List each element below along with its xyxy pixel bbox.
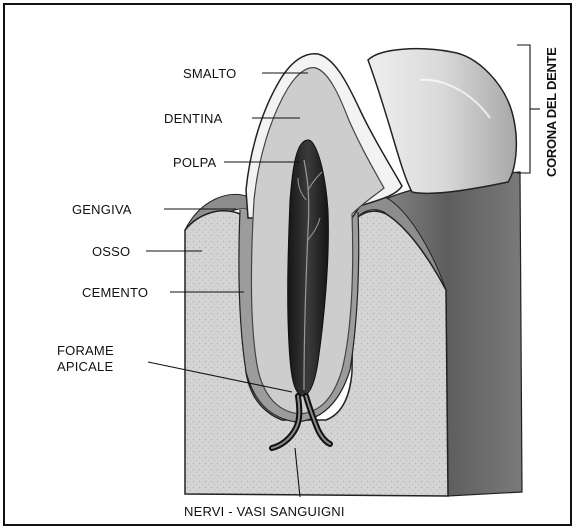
label-nervi-vasi: NERVI - VASI SANGUIGNI <box>184 504 345 519</box>
label-dentina: DENTINA <box>164 111 223 126</box>
label-forame-line2: APICALE <box>57 359 113 374</box>
label-polpa: POLPA <box>173 155 217 170</box>
label-gengiva: GENGIVA <box>72 202 132 217</box>
label-smalto: SMALTO <box>183 66 236 81</box>
label-osso: OSSO <box>92 244 130 259</box>
crown-bracket <box>517 45 540 173</box>
label-cemento: CEMENTO <box>82 285 148 300</box>
label-corona-del-dente: CORONA DEL DENTE <box>544 47 559 177</box>
label-forame-line1: FORAME <box>57 343 114 358</box>
